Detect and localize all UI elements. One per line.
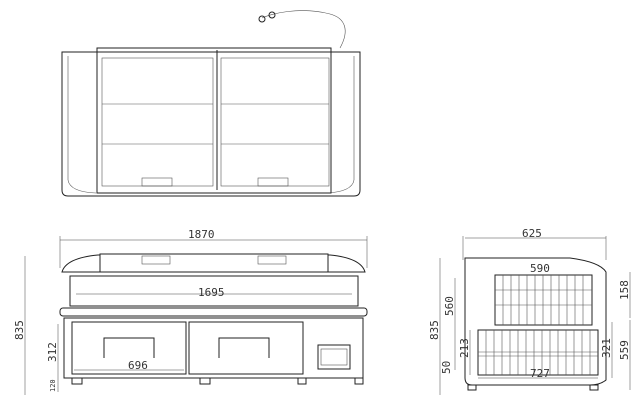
- dim-drawer-height: 312: [46, 342, 59, 362]
- dim-leg-height: 120: [49, 379, 57, 392]
- dim-overall-depth: 625: [522, 227, 542, 240]
- lid-handle: [257, 177, 289, 187]
- dim-drawer-width: 696: [128, 359, 148, 372]
- dim-top-height: 158: [618, 280, 631, 300]
- dim-inner-depth: 590: [530, 262, 550, 275]
- dim-overall-height: 835: [13, 320, 26, 340]
- lid-handle: [141, 177, 173, 187]
- dim-inner-width: 1695: [198, 286, 225, 299]
- dim-lower-height: 559: [618, 340, 631, 360]
- control-panel: [317, 344, 351, 370]
- dim-overall-width: 1870: [188, 228, 215, 241]
- top-view: [61, 10, 361, 197]
- power-cord: [261, 10, 346, 49]
- lower-basket: [477, 329, 599, 376]
- drawer: [71, 321, 187, 375]
- dim-drawer-height-side: 321: [600, 338, 613, 358]
- dim-lower-basket-height: 213: [458, 338, 471, 358]
- dim-basket-height: 560: [443, 296, 456, 316]
- upper-basket: [494, 274, 593, 326]
- dim-base-depth: 727: [530, 367, 550, 380]
- side-view: 625 590 727 835 560 213 50 158 321 559: [428, 227, 631, 395]
- dim-side-overall-height: 835: [428, 320, 441, 340]
- front-view: 1870 1695 696 835 312 120: [13, 228, 368, 395]
- dim-side-leg-height: 50: [440, 361, 453, 374]
- drawer: [188, 321, 304, 375]
